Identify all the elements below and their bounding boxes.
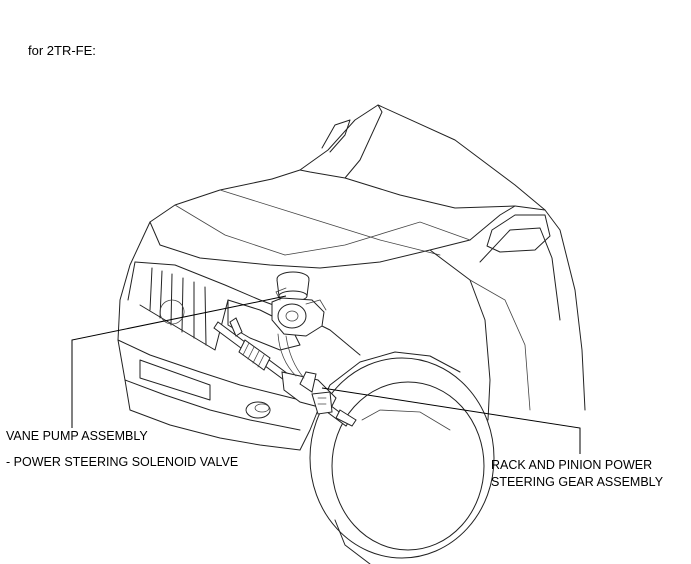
- vane-pump-label: VANE PUMP ASSEMBLY: [6, 429, 148, 443]
- vane-pump-leader-line: [71, 295, 287, 428]
- rack-and-pinion-gear: [213, 317, 357, 427]
- rack-pinion-label-line2: STEERING GEAR ASSEMBLY: [491, 475, 664, 489]
- rack-pinion-leader-line: [321, 387, 581, 454]
- engine-caption: for 2TR-FE:: [28, 43, 96, 58]
- solenoid-valve-label: - POWER STEERING SOLENOID VALVE: [6, 455, 239, 469]
- rack-pinion-label-line1: RACK AND PINION POWER: [491, 458, 653, 472]
- front-wheel: [309, 357, 495, 564]
- vehicle-body: [117, 104, 586, 451]
- vane-pump-assembly: [271, 271, 327, 337]
- leader-lines: [71, 295, 581, 454]
